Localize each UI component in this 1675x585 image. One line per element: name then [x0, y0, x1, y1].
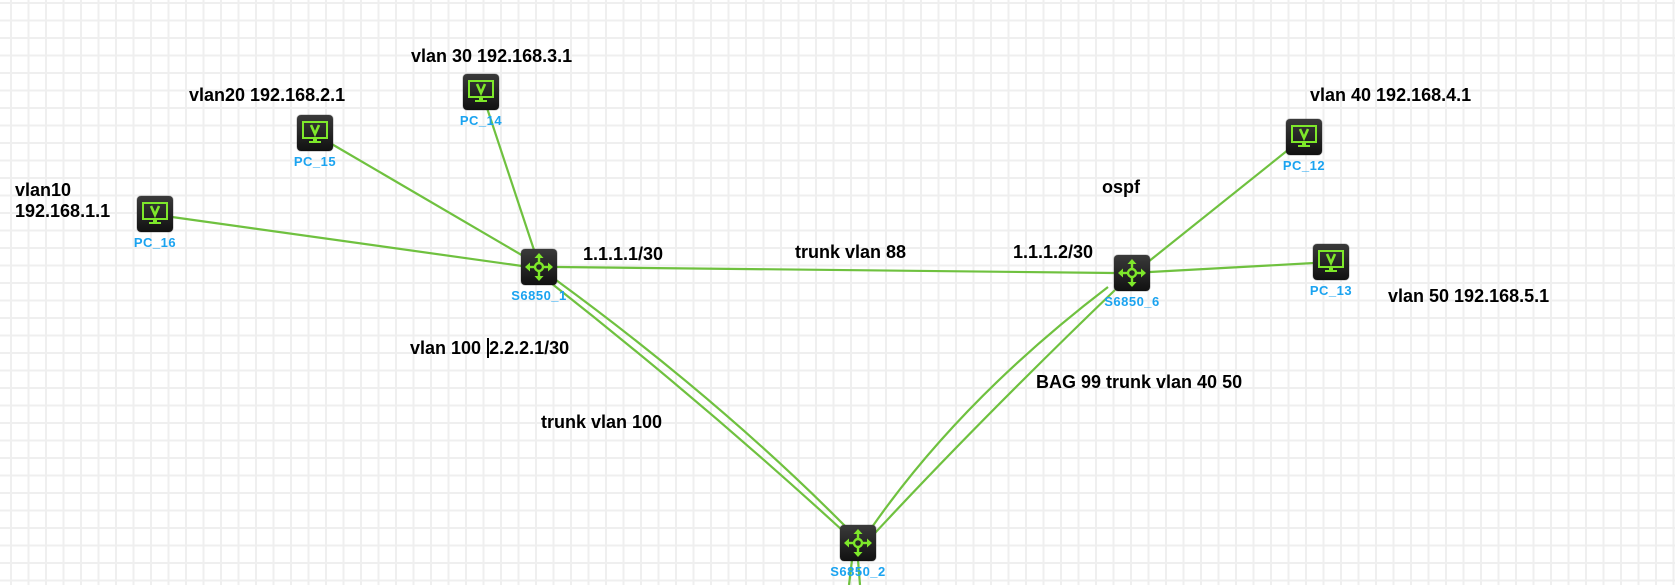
node-label: PC_15 — [293, 154, 337, 169]
node-switch-s6850-6[interactable]: S6850_6 — [1104, 255, 1159, 309]
link-s6-pc13[interactable] — [1149, 261, 1315, 274]
annotation-vlan100-address: 2.2.2.1/30 — [489, 338, 570, 358]
link-pc14-s1[interactable] — [485, 107, 536, 251]
node-label: PC_16 — [133, 235, 177, 250]
node-label: PC_12 — [1282, 158, 1326, 173]
annotation-s6-ip[interactable]: 1.1.1.2/30 — [1013, 242, 1094, 262]
link-s2-down-a[interactable] — [847, 559, 854, 585]
node-switch-s6850-1[interactable]: S6850_1 — [511, 249, 566, 303]
monitor-icon — [1313, 244, 1349, 280]
link-s1-s6[interactable] — [556, 265, 1115, 275]
node-pc-15[interactable]: PC_15 — [294, 115, 336, 169]
annotation-trunk-vlan-100[interactable]: trunk vlan 100 — [541, 412, 663, 432]
link-s1-s2-a[interactable] — [550, 282, 843, 531]
switch-arrows-icon — [1114, 255, 1150, 291]
monitor-icon — [1286, 119, 1322, 155]
monitor-icon — [463, 74, 499, 110]
switch-arrows-icon — [840, 525, 876, 561]
link-s6-pc12[interactable] — [1147, 149, 1289, 263]
monitor-icon — [137, 196, 173, 232]
annotation-pc12-vlan[interactable]: vlan 40 192.168.4.1 — [1310, 85, 1472, 105]
link-s1-s2-b[interactable] — [555, 279, 847, 528]
annotation-bag99[interactable]: BAG 99 trunk vlan 40 50 — [1036, 372, 1243, 392]
link-pc15-s1[interactable] — [329, 142, 526, 258]
annotation-vlan100-prefix: vlan 100 — [410, 338, 487, 358]
node-label: S6850_6 — [1104, 294, 1160, 309]
node-label: S6850_2 — [830, 564, 886, 579]
annotation-ospf[interactable]: ospf — [1102, 177, 1140, 197]
node-pc-14[interactable]: PC_14 — [460, 74, 502, 128]
annotation-pc13-vlan[interactable]: vlan 50 192.168.5.1 — [1388, 286, 1550, 306]
monitor-icon — [297, 115, 333, 151]
text-cursor — [487, 338, 490, 358]
node-pc-16[interactable]: PC_16 — [134, 196, 176, 250]
annotation-pc15-vlan[interactable]: vlan20 192.168.2.1 — [189, 85, 346, 105]
node-label: PC_14 — [459, 113, 503, 128]
annotation-pc16-vlan[interactable]: vlan10 192.168.1.1 — [15, 180, 111, 221]
node-label: S6850_1 — [511, 288, 567, 303]
node-label: PC_13 — [1309, 283, 1353, 298]
annotation-pc14-vlan[interactable]: vlan 30 192.168.3.1 — [411, 46, 573, 66]
annotation-vlan100-ip[interactable]: vlan 100 2.2.2.1/30 — [410, 338, 569, 359]
link-s2-down-b[interactable] — [856, 559, 862, 585]
annotation-s1-ip[interactable]: 1.1.1.1/30 — [583, 244, 664, 264]
link-s6-s2-b[interactable] — [874, 289, 1116, 534]
node-pc-13[interactable]: PC_13 — [1310, 244, 1352, 298]
switch-arrows-icon — [521, 249, 557, 285]
link-s6-s2-a[interactable] — [869, 286, 1109, 531]
annotation-trunk-vlan-88[interactable]: trunk vlan 88 — [795, 242, 907, 262]
node-pc-12[interactable]: PC_12 — [1283, 119, 1325, 173]
link-pc16-s1[interactable] — [171, 215, 523, 268]
node-switch-s6850-2[interactable]: S6850_2 — [830, 525, 885, 579]
